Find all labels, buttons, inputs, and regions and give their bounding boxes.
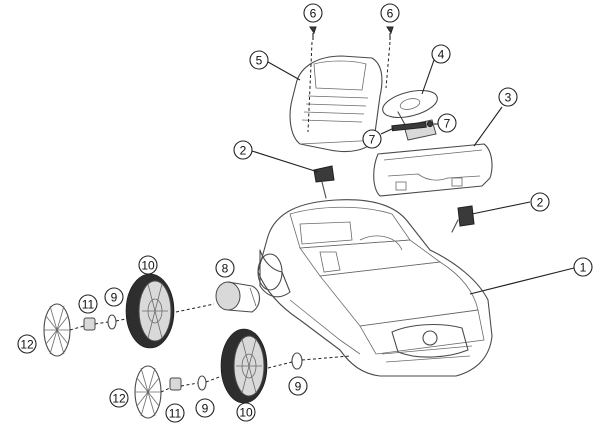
callout-c9b: 9 — [195, 398, 215, 418]
callout-c3: 3 — [498, 87, 518, 107]
callout-c9c: 9 — [288, 376, 308, 396]
hubcap-lower — [134, 365, 162, 419]
hubcap-upper — [43, 303, 71, 357]
callout-number: 9 — [202, 402, 209, 416]
washer-middle — [197, 375, 207, 391]
dashboard — [373, 143, 493, 197]
callout-number: 9 — [111, 291, 118, 305]
leader-lines — [251, 59, 575, 295]
callout-ring — [437, 113, 457, 133]
callout-ring — [249, 50, 269, 70]
callout-c2b: 2 — [530, 192, 550, 212]
callout-ring — [104, 287, 124, 307]
callout-ring — [165, 403, 185, 423]
callout-number: 11 — [169, 407, 182, 421]
callout-c7a: 7 — [362, 129, 382, 149]
callout-c10b: 10 — [236, 402, 256, 422]
callout-ring — [233, 140, 253, 160]
callout-ring — [138, 255, 158, 275]
steering-screw-axis — [385, 41, 391, 89]
callout-ring — [17, 334, 37, 354]
callout-ring — [303, 3, 323, 23]
callout-number: 3 — [505, 91, 512, 105]
washer-right — [291, 352, 303, 370]
callout-number: 12 — [20, 338, 34, 352]
callout-number: 9 — [295, 380, 302, 394]
nut-upper — [83, 317, 96, 331]
callout-ring — [215, 258, 235, 278]
callout-ring — [380, 3, 400, 23]
callout-number: 7 — [369, 133, 376, 147]
callout-number: 1 — [580, 261, 587, 275]
callout-ring — [195, 398, 215, 418]
steering-wheel — [382, 89, 438, 141]
callout-number: 10 — [239, 406, 253, 420]
callout-ring — [362, 129, 382, 149]
callout-c2a: 2 — [233, 140, 253, 160]
callout-c12b: 12 — [109, 388, 129, 408]
callout-ring — [109, 388, 129, 408]
callout-c11a: 11 — [78, 294, 98, 314]
callout-c11b: 11 — [165, 403, 185, 423]
rear-wheel-lower — [220, 328, 268, 404]
callout-ring — [498, 87, 518, 107]
callout-number: 7 — [444, 117, 451, 131]
callout-number: 6 — [387, 7, 394, 21]
callout-ring — [431, 44, 451, 64]
callout-c6a: 6 — [303, 3, 323, 23]
callout-number: 2 — [240, 144, 247, 158]
callout-c7b: 7 — [437, 113, 457, 133]
callout-ring — [78, 294, 98, 314]
side-mirror-left — [313, 165, 335, 199]
screw-right — [386, 26, 394, 40]
callout-ring — [573, 257, 593, 277]
upper-axle-line — [69, 303, 215, 331]
callout-c4: 4 — [431, 44, 451, 64]
callout-c8: 8 — [215, 258, 235, 278]
side-mirror-right — [451, 205, 475, 233]
callout-c9a: 9 — [104, 287, 124, 307]
callout-ring — [288, 376, 308, 396]
callout-number: 6 — [310, 7, 317, 21]
callout-number: 4 — [438, 48, 445, 62]
callout-number: 10 — [141, 259, 155, 273]
callout-c1: 1 — [573, 257, 593, 277]
screw-left — [309, 26, 317, 40]
seat-screw-axis — [307, 41, 313, 133]
car-body — [257, 199, 493, 377]
callout-c12a: 12 — [17, 334, 37, 354]
callout-number: 8 — [222, 262, 229, 276]
washer-upper — [107, 314, 117, 330]
callout-number: 12 — [112, 392, 126, 406]
callout-c10a: 10 — [138, 255, 158, 275]
callout-number: 5 — [256, 54, 263, 68]
callout-c6b: 6 — [380, 3, 400, 23]
callout-number: 2 — [537, 196, 544, 210]
nut-lower — [169, 377, 182, 391]
rear-wheel-upper — [125, 273, 175, 349]
callout-ring — [530, 192, 550, 212]
motor-gearbox — [215, 281, 261, 313]
bolt-assembly — [391, 120, 434, 132]
callout-number: 11 — [82, 298, 95, 312]
callout-ring — [236, 402, 256, 422]
callout-c5: 5 — [249, 50, 269, 70]
